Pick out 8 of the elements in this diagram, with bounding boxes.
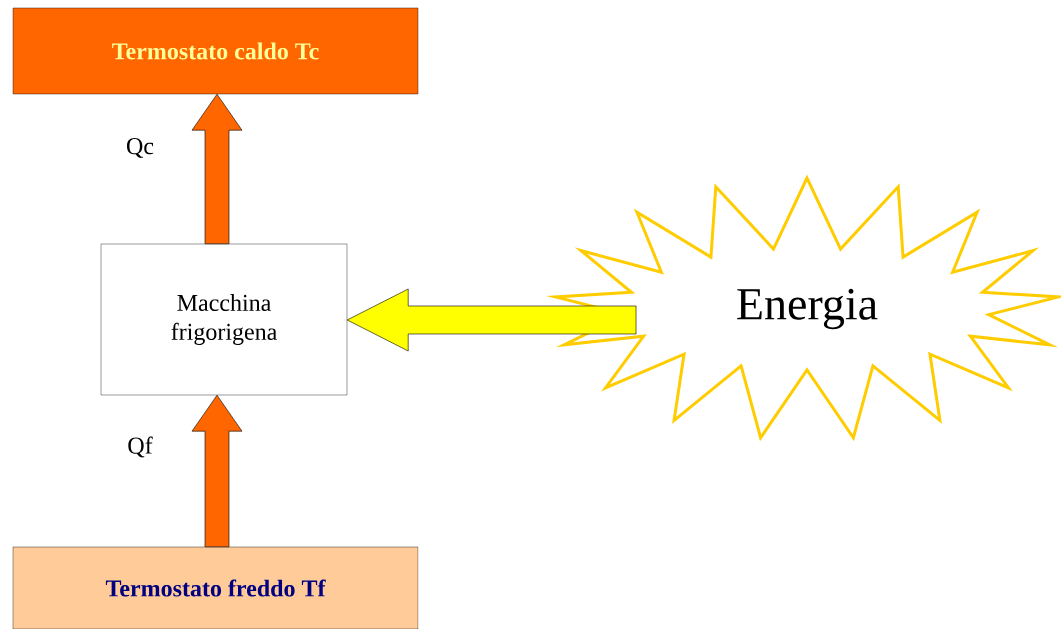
block-arrow — [346, 288, 637, 352]
machine-box: Macchina frigorigena — [100, 243, 348, 396]
edge-label: Qf — [128, 436, 153, 458]
reservoir-box: Termostato freddo Tf — [12, 546, 419, 629]
block-arrow — [191, 394, 243, 548]
block-arrow — [191, 93, 243, 245]
reservoir-box: Termostato caldo Tc — [12, 7, 419, 95]
edge-label: Qc — [127, 138, 154, 158]
